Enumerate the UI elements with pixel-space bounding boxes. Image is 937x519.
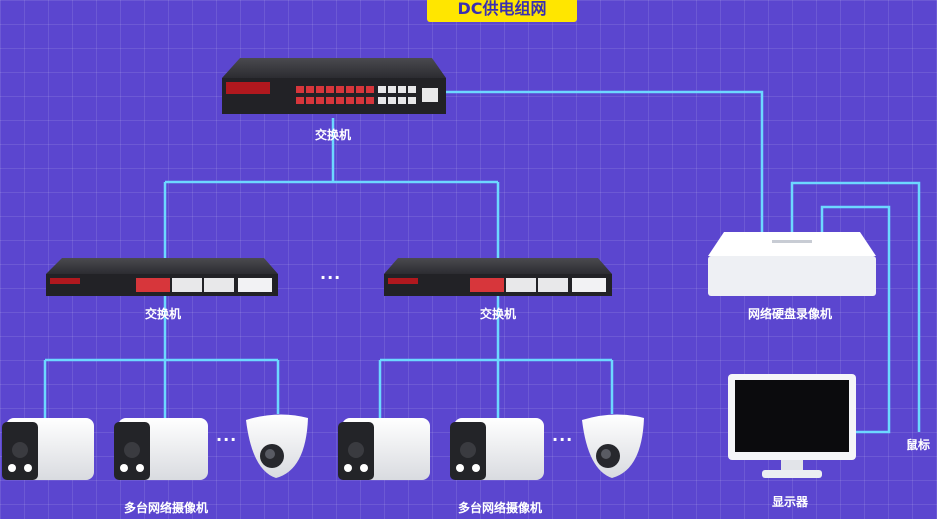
core-to-nvr-link xyxy=(446,90,764,232)
right-cameras-label: 多台网络摄像机 xyxy=(457,501,542,515)
diagram-title: DC供电组网 xyxy=(427,0,577,22)
right-switch xyxy=(384,258,612,296)
left-cameras-label: 多台网络摄像机 xyxy=(123,501,208,515)
nvr-device xyxy=(708,232,876,296)
left-bullet-camera-2 xyxy=(114,418,208,480)
left-camera-ellipsis: ··· xyxy=(216,430,238,449)
right-camera-ellipsis: ··· xyxy=(552,430,574,449)
monitor-label: 显示器 xyxy=(771,495,808,509)
mouse-label: 鼠标 xyxy=(905,438,930,452)
connection-lines xyxy=(43,90,921,434)
core-to-switches-link xyxy=(163,118,500,258)
right-bullet-camera-2 xyxy=(450,418,544,480)
right-switch-to-cameras-link xyxy=(378,296,614,420)
core-switch xyxy=(222,58,446,114)
nvr-to-monitor-link xyxy=(820,205,891,434)
switch-ellipsis: ··· xyxy=(320,268,342,287)
monitor-device xyxy=(728,374,856,478)
right-dome-camera xyxy=(582,414,644,478)
left-switch-to-cameras-link xyxy=(43,296,280,420)
left-switch xyxy=(46,258,278,296)
right-bullet-camera-1 xyxy=(338,418,430,480)
nvr-to-mouse-link xyxy=(790,181,921,432)
core-switch-label: 交换机 xyxy=(314,128,351,142)
nvr-label: 网络硬盘录像机 xyxy=(747,307,832,321)
left-bullet-camera-1 xyxy=(2,418,94,480)
left-switch-label: 交换机 xyxy=(144,307,181,321)
left-dome-camera xyxy=(246,414,308,478)
right-switch-label: 交换机 xyxy=(479,307,516,321)
